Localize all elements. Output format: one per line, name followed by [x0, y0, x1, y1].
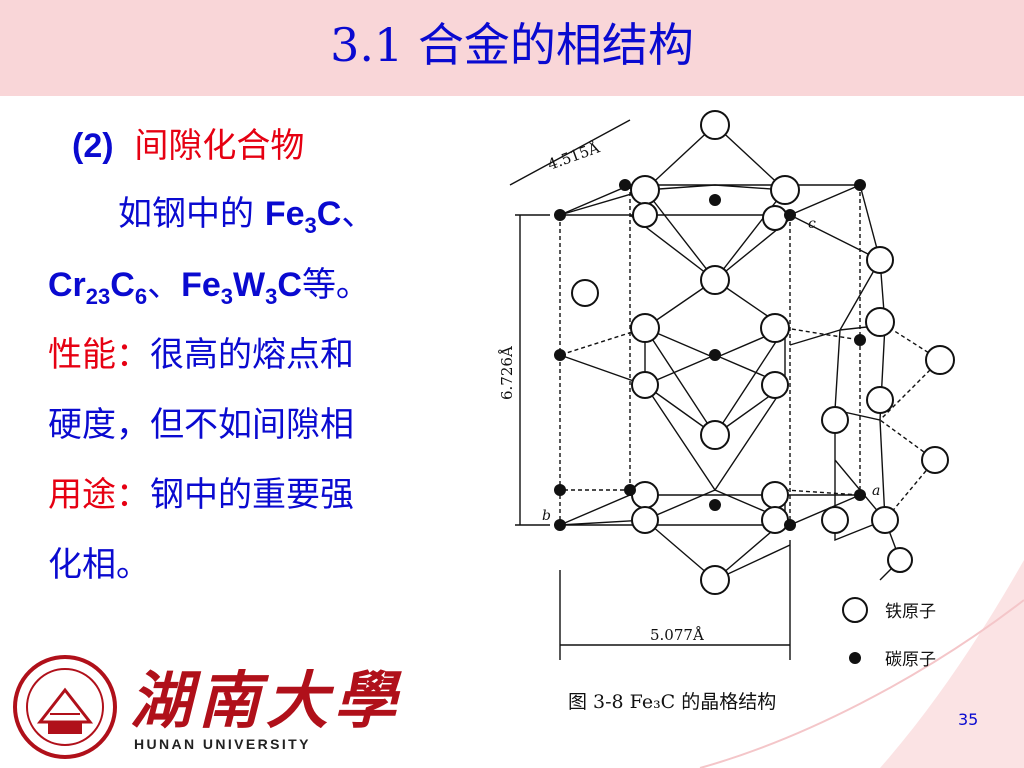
example-line-2: Cr23C6、Fe3W3C等。 — [48, 265, 370, 309]
property-line-1: 性能：很高的熔点和 — [48, 335, 354, 375]
axis-label-c: c — [808, 216, 816, 232]
use-line-2: 化相。 — [48, 545, 150, 585]
title-bar — [0, 0, 1024, 96]
example-prefix: 如钢中的 — [118, 194, 254, 234]
university-seal-logo — [10, 652, 120, 762]
axis-label-b: b — [542, 508, 551, 524]
dim-label-bottom: 5.077Å — [650, 626, 704, 644]
property-label: 性能： — [48, 335, 150, 375]
use-label: 用途： — [48, 475, 150, 515]
example-line-1: 如钢中的 Fe3C、 — [118, 194, 376, 238]
use-line-1: 用途：钢中的重要强 — [48, 475, 354, 515]
legend-carbon-label: 碳原子 — [885, 650, 936, 670]
legend-iron-label: 铁原子 — [885, 602, 936, 622]
property-line-2: 硬度，但不如间隙相 — [48, 405, 354, 445]
heading-text: 间隙化合物 — [134, 126, 305, 166]
dim-label-top: 4.515Å — [545, 138, 602, 173]
crystal-structure-figure: 4.515Å 6.726Å 5.077Å c b a 铁原子 碳原子 图 3-8… — [490, 100, 990, 720]
page-number: 35 — [958, 710, 979, 729]
section-heading: (2) 间隙化合物 — [72, 126, 304, 166]
university-name-en: HUNAN UNIVERSITY — [134, 736, 311, 752]
property-text-1: 很高的熔点和 — [150, 335, 354, 375]
university-name-cn: 湖南大學 — [130, 664, 403, 737]
fe3c-lattice-diagram: 4.515Å 6.726Å 5.077Å c b a 铁原子 碳原子 图 3-8… — [498, 110, 955, 713]
formula-fe3w3c: Fe3W3C — [181, 266, 302, 309]
legend-carbon-symbol — [849, 652, 861, 664]
legend-iron-symbol — [842, 597, 868, 623]
axis-label-a: a — [872, 483, 880, 499]
formula-cr23c6: Cr23C6 — [48, 266, 148, 309]
heading-number: (2) — [72, 127, 114, 165]
formula-fe3c: Fe3C — [264, 195, 342, 238]
use-text-1: 钢中的重要强 — [150, 475, 354, 515]
slide-title: 3.1 合金的相结构 — [330, 18, 694, 72]
dim-label-side: 6.726Å — [498, 346, 516, 400]
figure-caption: 图 3-8 Fe₃C 的晶格结构 — [568, 691, 776, 713]
